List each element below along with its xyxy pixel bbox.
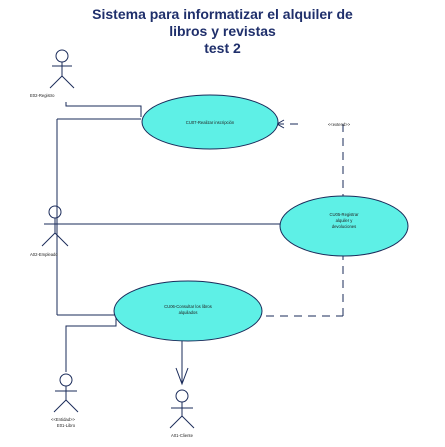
usecase-uc05-label-2: alquiler y [336,218,354,223]
usecase-uc06-label-2: alquilados [179,310,198,315]
usecase-uc06[interactable] [113,280,263,342]
usecase-uc07[interactable] [141,94,279,150]
actor-libro-stereotype: <<Entidad>> [51,417,76,422]
actor-empleado-label: A02-Empleado [30,252,58,257]
actor-cliente-label: A01-Cliente [171,433,194,438]
usecase-uc05-label-1: CU05-Registrar [329,212,359,217]
title-line-2: libros y revistas [169,23,276,39]
title-line-1: Sistema para informatizar el alquiler de [92,6,353,22]
actor-libro-label: E01-Libro [57,423,76,428]
actor-registro-figure[interactable] [49,49,75,89]
actor-cliente-figure[interactable] [169,389,195,429]
title-line-3: test 2 [204,40,241,56]
association-lines [44,102,280,386]
usecase-uc05[interactable] [279,195,409,257]
extend-label: <<extend>> [328,122,351,127]
diagram-title: Sistema para informatizar el alquiler de… [0,6,445,57]
usecase-uc07-label: CU07-Realizar inscripción [186,120,235,125]
usecase-uc05-label-3: devoluciones [332,224,356,229]
usecase-uc06-label-1: CU06-Consultar los libros [164,304,212,309]
actor-libro-figure[interactable] [53,373,79,413]
actor-registro-label: E02-Registro [30,93,55,98]
actor-empleado-figure[interactable] [41,205,69,247]
